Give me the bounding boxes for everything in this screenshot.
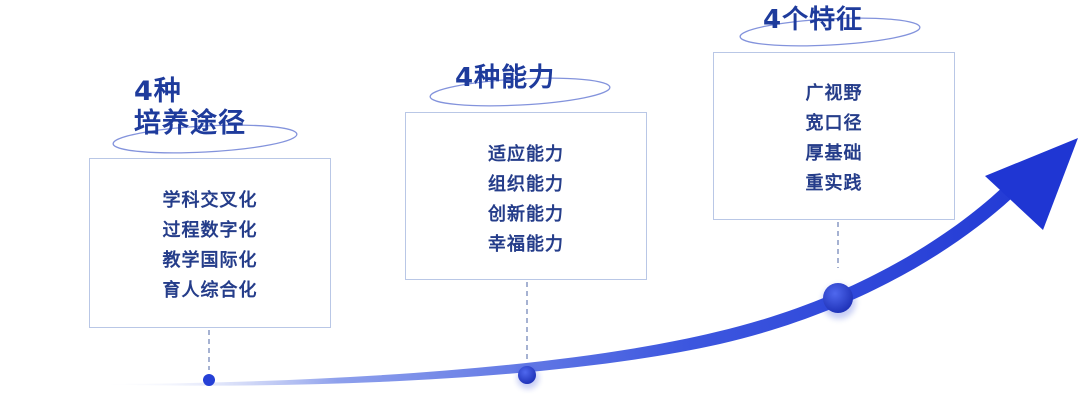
stage-1-items: 学科交叉化 过程数字化 教学国际化 育人综合化 [90,186,330,306]
stage-2-item: 创新能力 [488,204,564,225]
stage-1-item: 学科交叉化 [162,190,258,211]
stage-1-count: 4种 [134,76,182,107]
stage-2-item: 适应能力 [488,144,564,165]
stage-card-2: 适应能力 组织能力 创新能力 幸福能力 [405,112,647,280]
stage-1-item: 过程数字化 [162,220,258,241]
stage-2-item: 组织能力 [488,174,564,195]
title-swoosh-1 [112,124,298,154]
stage-3-item: 宽口径 [805,113,863,134]
arrow-head [985,138,1078,230]
title-swoosh-2 [429,77,611,107]
stage-3-items: 广视野 宽口径 厚基础 重实践 [714,79,954,199]
title-swoosh-3 [739,17,921,47]
stage-1-title: 培养途径 [134,108,246,139]
stage-card-3: 广视野 宽口径 厚基础 重实践 [713,52,955,220]
stage-3-title: 4个特征 [763,5,864,35]
node-dot-3 [823,283,853,313]
stage-2-items: 适应能力 组织能力 创新能力 幸福能力 [406,140,646,260]
node-dot-1 [203,374,215,386]
stage-2-item: 幸福能力 [488,234,564,255]
stage-1-item: 教学国际化 [162,250,258,271]
stage-3-item: 广视野 [805,83,863,104]
stage-card-1: 学科交叉化 过程数字化 教学国际化 育人综合化 [89,158,331,328]
stage-3-item: 厚基础 [805,143,863,164]
stage-2-title: 4种能力 [455,63,556,93]
stage-1-item: 育人综合化 [162,280,258,301]
stage-3-item: 重实践 [805,173,863,194]
node-dot-2 [518,366,536,384]
